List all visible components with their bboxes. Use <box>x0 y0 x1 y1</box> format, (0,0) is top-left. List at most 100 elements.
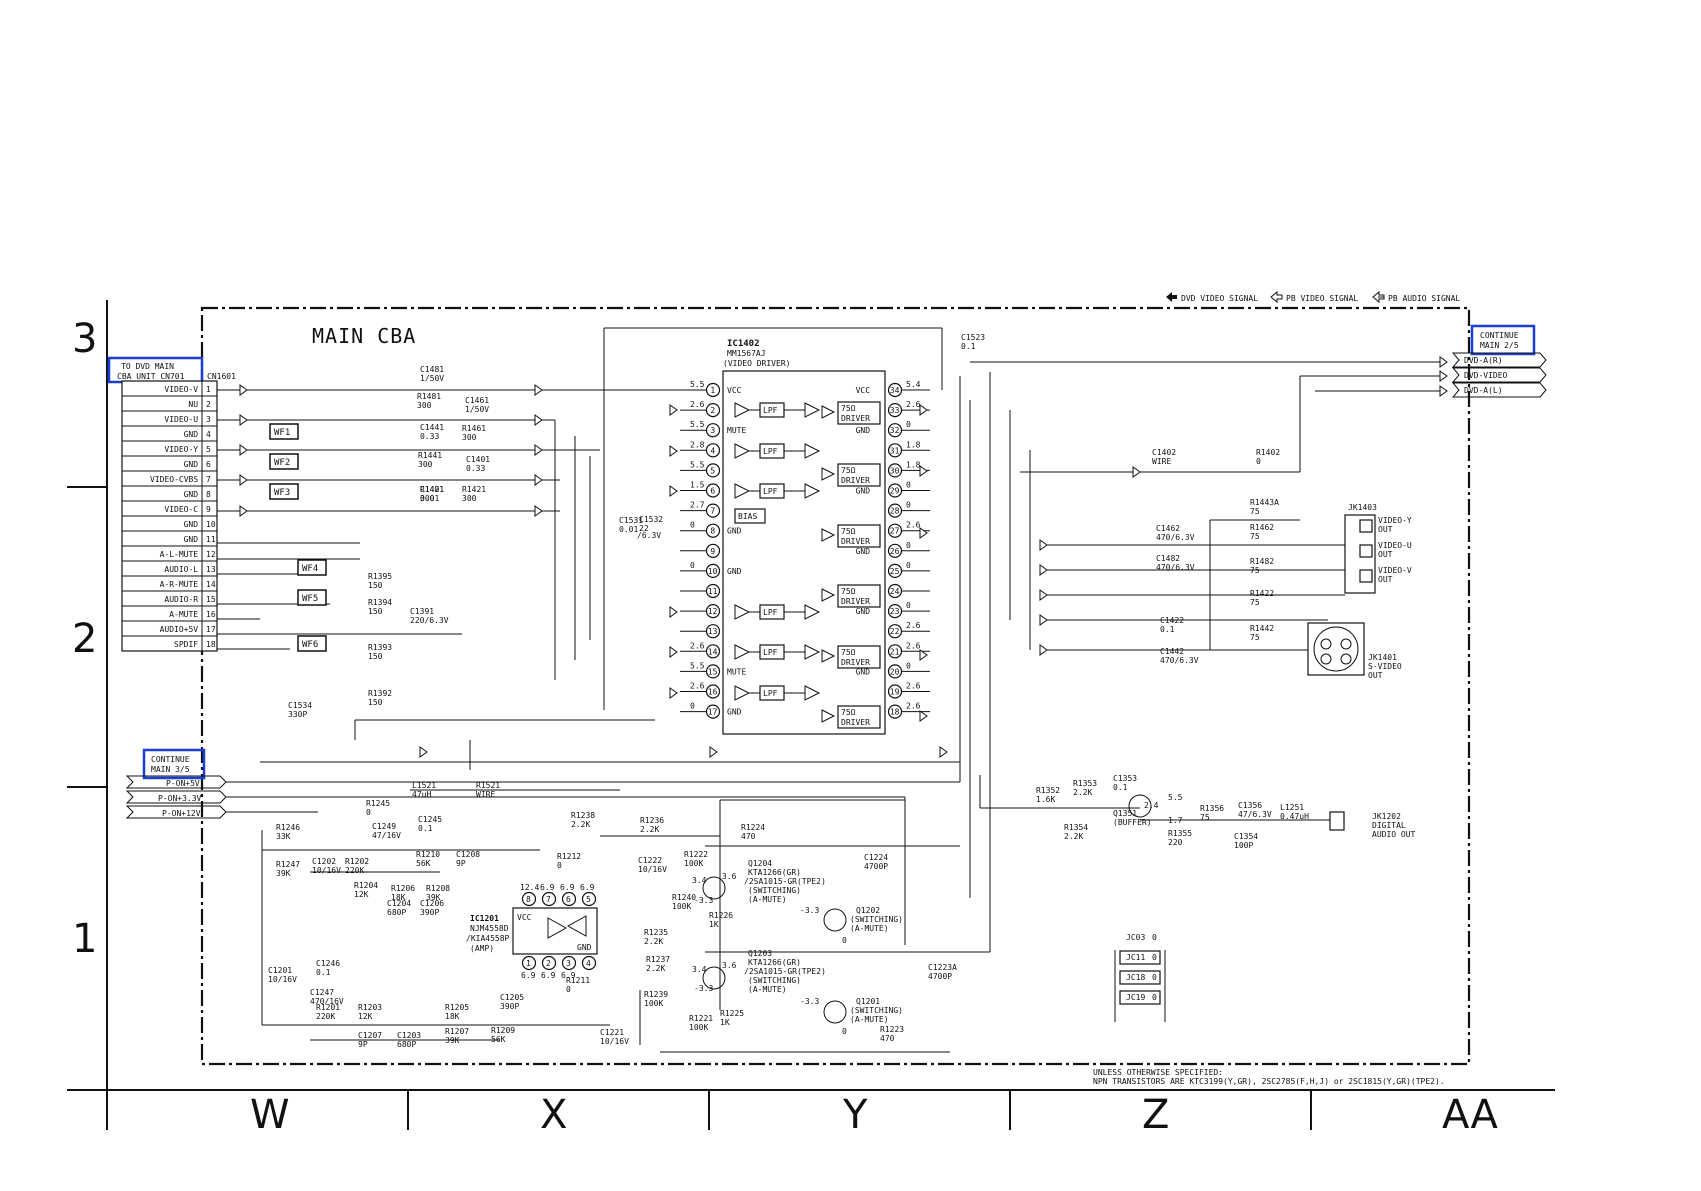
component-value: WIRE <box>476 790 495 799</box>
component-value: 75 <box>1250 532 1260 541</box>
component-value: 0.1 <box>1160 625 1175 634</box>
component-ref: R1207 <box>445 1027 469 1036</box>
component-ref: C1206 <box>420 899 444 908</box>
driver-block: 75Ω <box>841 527 856 536</box>
voltage-label: 2.4 <box>1144 801 1159 810</box>
q1351-symbol <box>1128 794 1152 818</box>
ic1402-right-label: VCC <box>856 386 871 395</box>
component-ref: C1204 <box>387 899 411 908</box>
component-ref: R1402 <box>1256 448 1280 457</box>
ic1201-ref: IC1201 <box>470 914 499 923</box>
component-ref: C1461 <box>465 396 489 405</box>
component-value: 0.1 <box>316 968 331 977</box>
ic1402-right-voltage: 0 <box>906 420 911 429</box>
component-ref: R1221 <box>689 1014 713 1023</box>
component-ref: R1236 <box>640 816 664 825</box>
component-ref: R1208 <box>426 884 450 893</box>
ic1402-ref: IC1402 <box>727 339 760 349</box>
component-value: 220K <box>316 1012 335 1021</box>
connector-pin-number: 5 <box>206 445 211 454</box>
component-ref: R1226 <box>709 911 733 920</box>
grid-col-x: X <box>540 1092 567 1138</box>
component-value: 300 <box>462 494 477 503</box>
q1203-symbol <box>702 966 726 990</box>
ic1201-bottom-pin: 2 <box>546 959 551 968</box>
q1204-p2: /2SA1015-GR(TPE2) <box>744 877 826 886</box>
component-value: 100K <box>684 859 703 868</box>
connector-pin-name: VIDEO-U <box>164 415 198 424</box>
component-value: 10/16V <box>638 865 667 874</box>
continue-top-highlight <box>1470 324 1536 356</box>
component-value: 100K <box>644 999 663 1008</box>
component-value: 75 <box>1250 507 1260 516</box>
signal-arrow-icon <box>239 414 248 426</box>
grid-col-z: Z <box>1142 1092 1169 1138</box>
signal-arrow-icon <box>534 505 543 517</box>
component-ref: R1441 <box>418 451 442 460</box>
ic1402-right-pin: 21 <box>890 647 900 656</box>
component-value: 100P <box>1234 841 1253 850</box>
q1203-d1: (SWITCHING) <box>748 976 801 985</box>
component-ref: C1481 <box>420 365 444 374</box>
q1204-symbol <box>702 876 726 900</box>
driver-block: 75Ω <box>841 708 856 717</box>
component-value: 75 <box>1250 598 1260 607</box>
ic1402-left-pin: 6 <box>710 487 715 496</box>
output-dvd-a-l: DVD-A(L) <box>1464 386 1503 395</box>
continue-left-1: CONTINUE <box>151 755 190 764</box>
component-ref: C1356 <box>1238 801 1262 810</box>
waveform-label: WF1 <box>274 428 290 438</box>
ic1201-top-voltage: 12.4 <box>520 883 539 892</box>
signal-arrow-icon <box>534 384 543 396</box>
component-ref: R1355 <box>1168 829 1192 838</box>
voltage-label: -3.3 <box>800 906 819 915</box>
jumper-ref: JC11 <box>1126 953 1145 962</box>
signal-arrow-icon <box>1039 564 1048 576</box>
q1204-d2: (A-MUTE) <box>748 895 787 904</box>
signal-arrow-icon <box>534 474 543 486</box>
ic1402-right-voltage: 0 <box>906 661 911 670</box>
ic1402-right-pin: 33 <box>890 406 900 415</box>
component-value: 220K <box>345 866 364 875</box>
ic1201-part1: NJM4558D <box>470 924 509 933</box>
connector-pin-name: AUDIO-R <box>164 595 198 604</box>
component-ref: R1224 <box>741 823 765 832</box>
ic1402-left-voltage: 1.5 <box>690 481 705 490</box>
ic1402-part: MM1567AJ <box>727 349 766 358</box>
connector-pin-name: VIDEO-V <box>164 385 198 394</box>
jk1403-y: VIDEO-Y <box>1378 516 1412 525</box>
component-ref: R1395 <box>368 572 392 581</box>
ic1201-top-pin: 8 <box>526 895 531 904</box>
jk1202-ref: JK1202 <box>1372 812 1401 821</box>
connector-pin-number: 16 <box>206 610 216 619</box>
ic1402-left-pin: 2 <box>710 406 715 415</box>
component-value: 9P <box>358 1040 368 1049</box>
component-ref: C1249 <box>372 822 396 831</box>
connector-pin-name: SPDIF <box>174 640 198 649</box>
signal-arrow-icon <box>669 404 678 416</box>
ic1402-right-label: GND <box>856 607 871 616</box>
ic1402-blocks: LPFLPFLPFLPFLPFLPF75ΩDRIVER75ΩDRIVER75ΩD… <box>734 401 881 729</box>
connector-ref: CN1601 <box>207 372 236 381</box>
signal-arrow-icon <box>919 649 928 661</box>
component-ref: R1237 <box>646 955 670 964</box>
ic1402-left-label: VCC <box>727 386 742 395</box>
grid-row-2: 2 <box>72 616 97 662</box>
connector-pin-number: 8 <box>206 490 211 499</box>
voltage-label: 1.7 <box>1168 816 1183 825</box>
ic1402-left-pin: 11 <box>708 587 718 596</box>
waveform-label: WF3 <box>274 488 290 498</box>
ic1402-left-voltage: 5.5 <box>690 460 705 469</box>
ic1402-left-voltage: 2.7 <box>690 501 705 510</box>
component-ref: R1203 <box>358 1003 382 1012</box>
component-value: (BUFFER) <box>1113 818 1152 827</box>
ic1402-right-voltage: 0 <box>906 481 911 490</box>
connector-pin-name: GND <box>184 490 199 499</box>
component-ref: R1461 <box>462 424 486 433</box>
component-ref: C1201 <box>268 966 292 975</box>
jk1403-y-out: OUT <box>1378 525 1393 534</box>
signal-legend: DVD VIDEO SIGNAL PB VIDEO SIGNAL PB AUDI… <box>1166 290 1460 304</box>
component-ref: R1205 <box>445 1003 469 1012</box>
ic1402-left-label: GND <box>727 708 742 717</box>
component-ref: R1201 <box>316 1003 340 1012</box>
